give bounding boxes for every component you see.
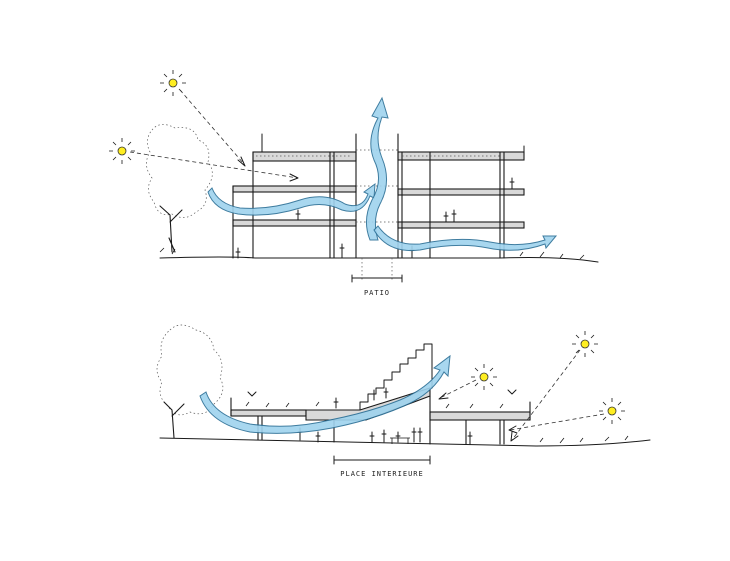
- arrow-head-icon: [289, 173, 299, 182]
- top-grass: [159, 247, 585, 260]
- top-airflow-right: [373, 225, 558, 252]
- bottom-sun-1: [510, 331, 598, 442]
- bottom-ground-line: [159, 437, 651, 447]
- arrow-head-icon: [508, 425, 518, 434]
- sun-icon: [168, 78, 178, 88]
- bottom-right-slab: [429, 411, 531, 421]
- bottom-tree: [156, 324, 224, 439]
- top-sun-2: [109, 138, 299, 182]
- sun-ray: [129, 151, 299, 179]
- arrow-head-icon: [510, 431, 519, 442]
- top-left-people: [235, 209, 345, 259]
- top-ground-line: [159, 256, 599, 263]
- bottom-sun-3: [508, 398, 625, 434]
- patio-dimension: [351, 274, 403, 283]
- bottom-grass: [539, 435, 629, 444]
- roof-grass: [245, 401, 504, 409]
- top-section: PATIO: [109, 70, 599, 297]
- top-right-floor2-slab: [397, 188, 525, 196]
- top-left-floor2-slab: [232, 185, 357, 193]
- top-right-roof-slab: [397, 151, 525, 161]
- sun-icon: [607, 406, 617, 416]
- top-tree: [146, 124, 213, 253]
- sun-ray: [439, 379, 477, 399]
- top-left-building: [232, 133, 357, 259]
- sun-icon: [117, 146, 127, 156]
- patio-label: PATIO: [364, 289, 390, 297]
- sun-ray: [511, 349, 581, 441]
- top-left-floor1-slab: [232, 219, 357, 227]
- top-right-building: [397, 133, 525, 259]
- bottom-stairs: [359, 343, 433, 411]
- bottom-section: PLACE INTERIEURE: [156, 324, 651, 478]
- bottom-sun-2: [438, 364, 497, 400]
- arrow-head-icon: [237, 156, 246, 167]
- bottom-airflow: [199, 354, 451, 434]
- sun-icon: [580, 339, 590, 349]
- roof-birds: [247, 389, 517, 397]
- top-airflow-left: [207, 182, 376, 216]
- top-right-floor1-slab: [397, 221, 525, 229]
- top-sun-1: [160, 70, 246, 167]
- sun-ray: [179, 89, 245, 165]
- bottom-left-slab: [230, 409, 307, 417]
- place-interieure-dimension: [333, 455, 431, 465]
- top-right-people: [409, 177, 515, 259]
- bottom-table: [390, 437, 410, 444]
- sun-icon: [479, 372, 489, 382]
- arrow-head-icon: [438, 392, 449, 400]
- top-airflow-riser: [366, 96, 389, 241]
- place-interieure-label: PLACE INTERIEURE: [340, 470, 423, 478]
- top-left-roof-slab: [252, 151, 357, 162]
- sun-ray: [509, 413, 605, 431]
